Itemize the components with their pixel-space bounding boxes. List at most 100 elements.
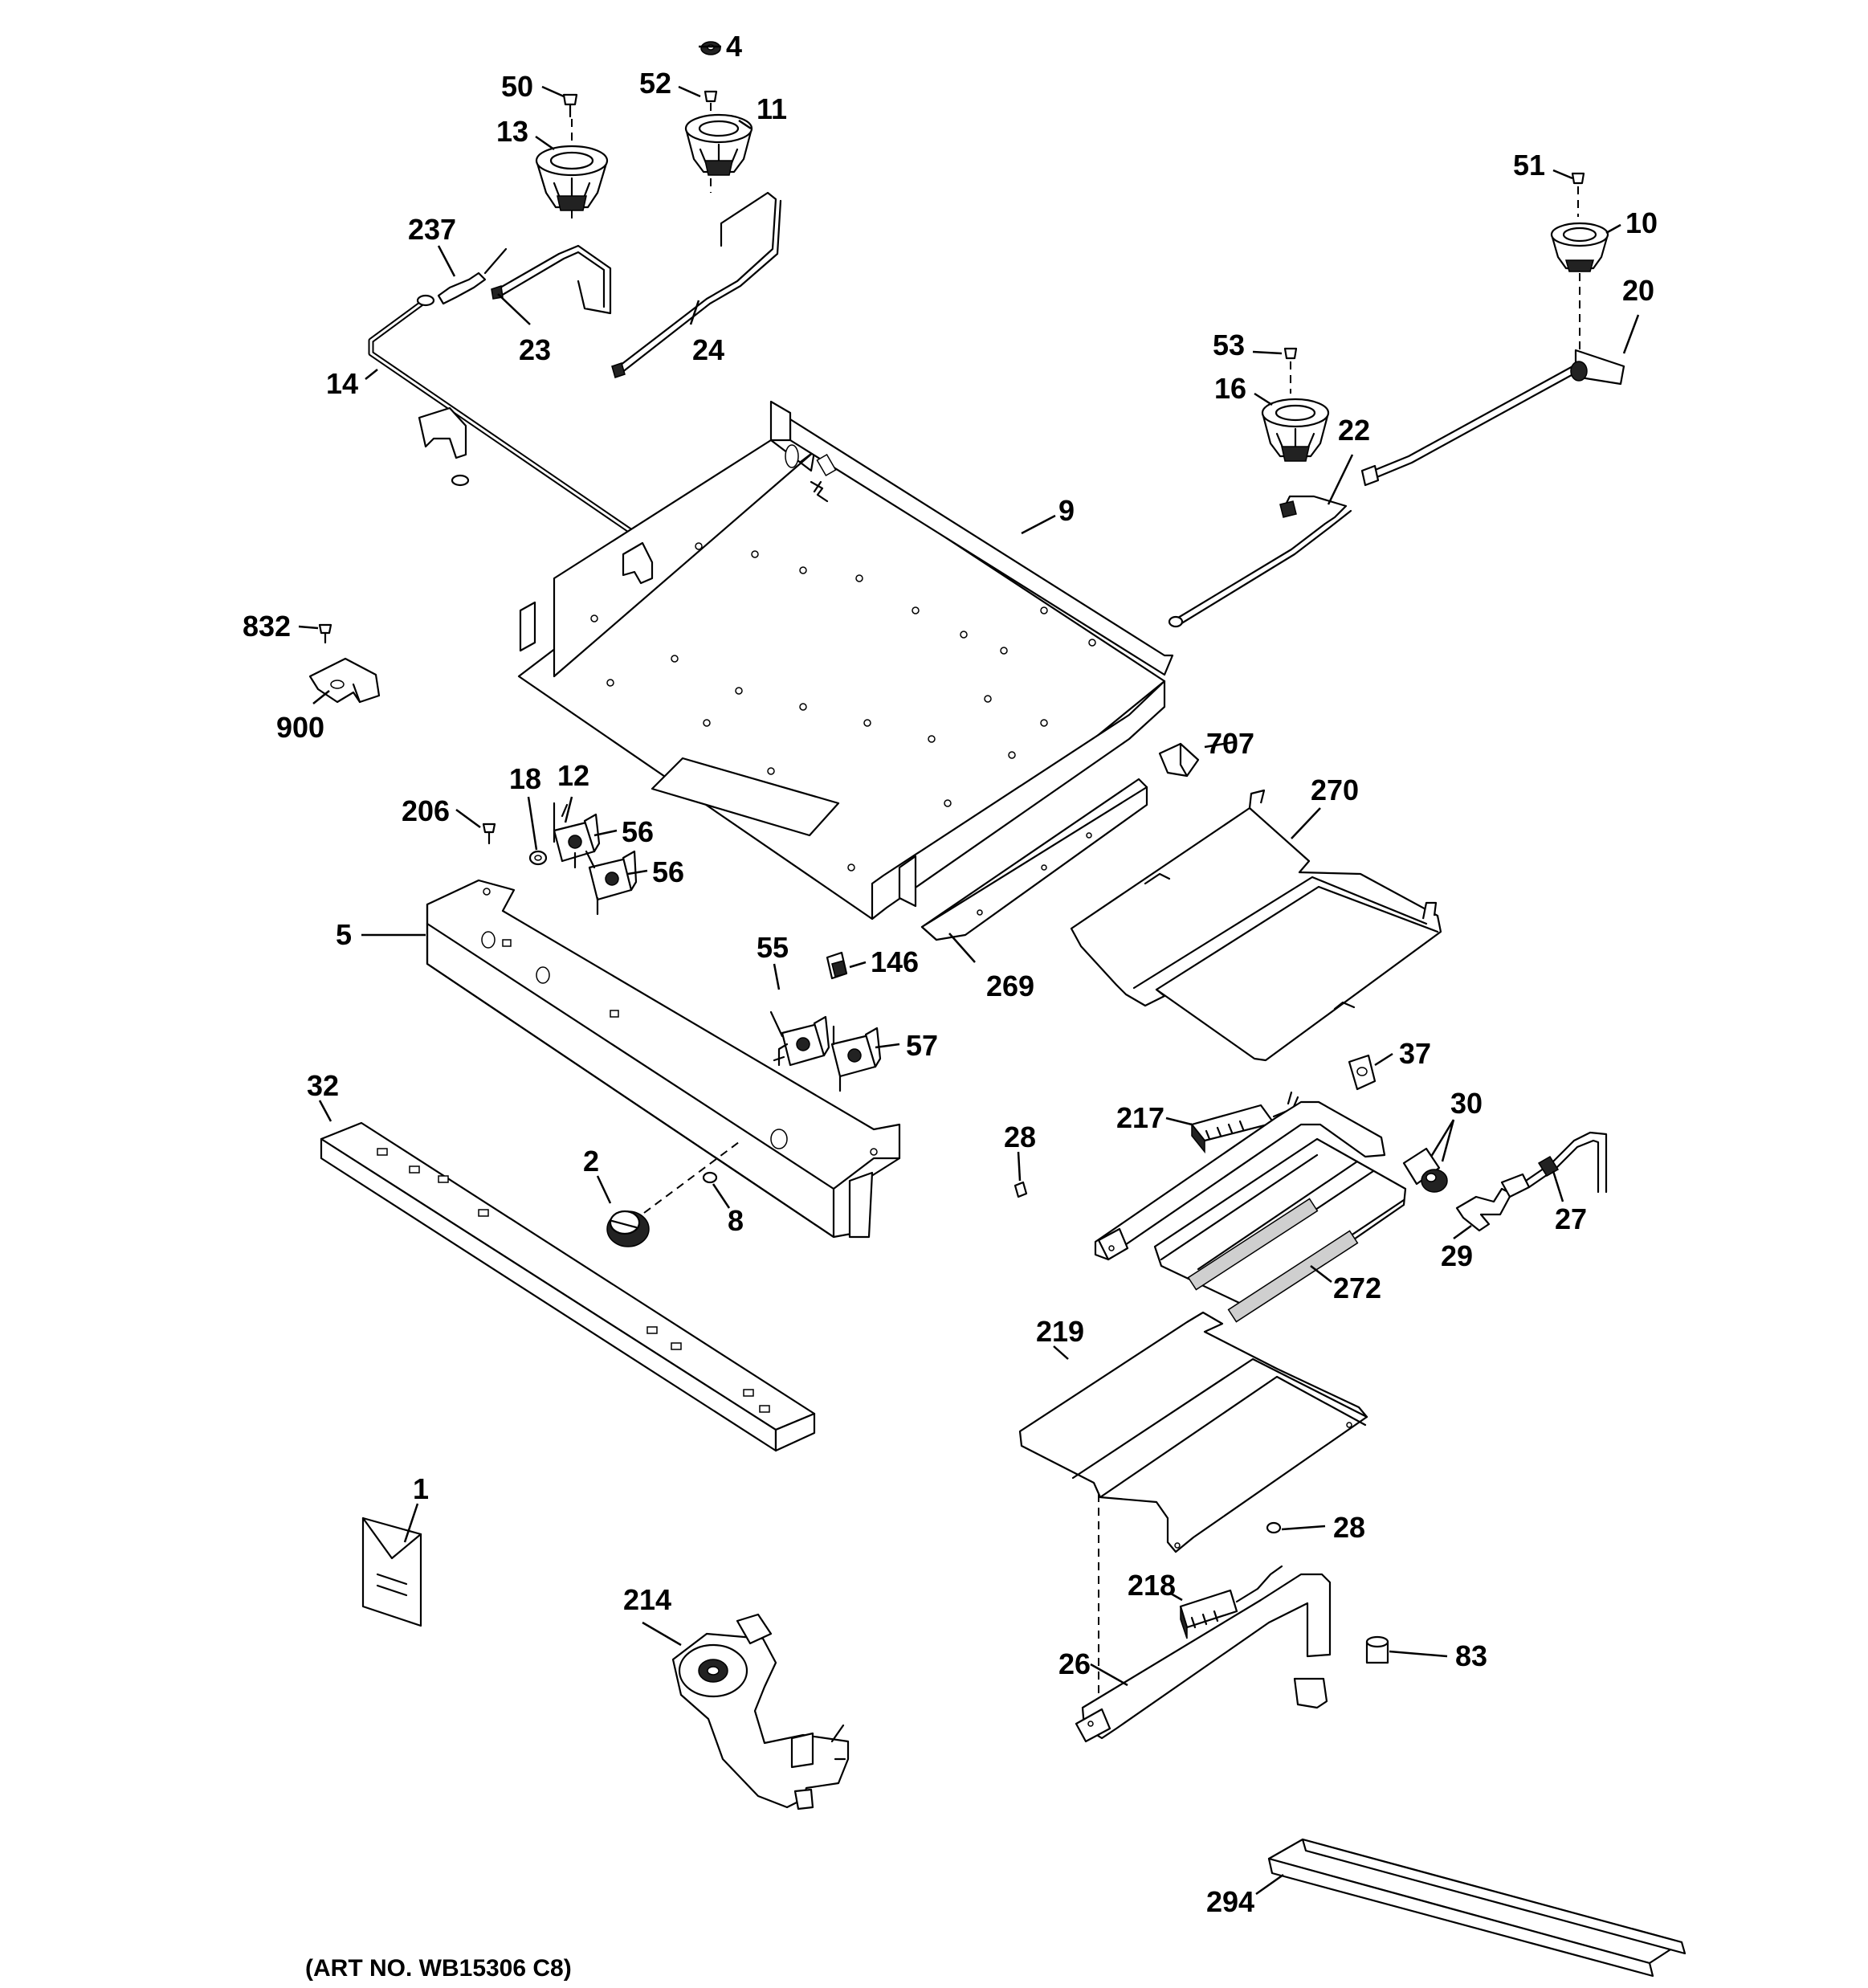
callout-272: 272 (1333, 1272, 1381, 1304)
callout-50: 50 (501, 70, 533, 103)
screw-28a (1014, 1181, 1028, 1198)
regulator-214 (671, 1613, 850, 1810)
valve-57 (830, 1025, 882, 1092)
tube-22 (1168, 495, 1352, 628)
part-707 (1158, 742, 1200, 778)
clip-146 (826, 951, 848, 980)
callout-4: 4 (726, 30, 742, 63)
burner-box-9 (517, 400, 1174, 921)
burner-tube-26 (1075, 1573, 1332, 1743)
callout-51: 51 (1513, 149, 1545, 182)
callout-9: 9 (1058, 494, 1075, 527)
orifice-30 (1402, 1147, 1448, 1193)
plate-37 (1348, 1054, 1377, 1091)
valve-56b (585, 850, 638, 916)
callout-14: 14 (326, 367, 358, 400)
callout-214: 214 (623, 1583, 671, 1616)
callout-28-lower: 28 (1333, 1511, 1365, 1544)
callout-23: 23 (519, 333, 551, 366)
callout-294: 294 (1206, 1885, 1254, 1918)
elbow-29 (1455, 1173, 1531, 1232)
screw-52 (704, 90, 718, 103)
shield-270 (1070, 789, 1442, 1062)
literature-envelope-1 (361, 1517, 422, 1627)
callout-56-upper: 56 (622, 815, 654, 848)
callout-52: 52 (639, 67, 671, 100)
burner-head-16 (1261, 398, 1330, 462)
trim-strip-32 (320, 1121, 816, 1452)
screw-53 (1283, 347, 1298, 360)
burner-head-11 (684, 113, 753, 176)
knob-axis (643, 1141, 740, 1214)
callout-83: 83 (1455, 1639, 1487, 1672)
callout-28-upper: 28 (1004, 1121, 1036, 1153)
screw-8 (702, 1171, 718, 1184)
rail-294 (1267, 1838, 1687, 1978)
cap-83 (1365, 1635, 1389, 1664)
callout-218: 218 (1128, 1569, 1176, 1602)
callout-57: 57 (906, 1029, 938, 1062)
axis-10 (1577, 186, 1580, 353)
callout-2: 2 (583, 1145, 599, 1178)
callout-22: 22 (1338, 414, 1370, 447)
callout-24: 24 (692, 333, 724, 366)
callout-270: 270 (1311, 774, 1359, 806)
control-panel-5 (426, 879, 901, 1239)
callout-11: 11 (757, 92, 787, 125)
valve-12 (553, 802, 601, 869)
callout-707: 707 (1206, 727, 1254, 760)
screw-50 (562, 93, 578, 118)
callout-1: 1 (413, 1472, 429, 1505)
callout-18: 18 (509, 762, 541, 795)
callout-5: 5 (336, 918, 352, 951)
fitting-237 (437, 247, 508, 305)
trim-269 (920, 778, 1148, 941)
bracket-under-14 (418, 406, 470, 487)
igniter-218 (1179, 1565, 1283, 1639)
tube-20 (1360, 349, 1625, 487)
callout-900: 900 (276, 711, 324, 744)
screw-51 (1571, 172, 1585, 185)
knob-2 (606, 1210, 650, 1247)
callout-16: 16 (1214, 372, 1246, 405)
valve-55 (769, 1010, 830, 1067)
callout-30: 30 (1450, 1087, 1483, 1120)
screw-832 (318, 623, 332, 644)
callout-20: 20 (1622, 274, 1654, 307)
burner-tube-upper (1094, 1100, 1386, 1261)
burner-head-13 (535, 145, 609, 211)
callout-146: 146 (871, 945, 919, 978)
screw-28b (1266, 1521, 1282, 1534)
callout-237: 237 (408, 213, 456, 246)
callout-10: 10 (1625, 206, 1658, 239)
spreader-272 (1153, 1137, 1407, 1323)
shield-219 (1018, 1311, 1368, 1553)
callout-269: 269 (986, 970, 1034, 1002)
callout-26: 26 (1058, 1647, 1091, 1680)
burner-head-10 (1550, 222, 1609, 272)
callout-217: 217 (1116, 1101, 1164, 1134)
callout-56-lower: 56 (652, 855, 684, 888)
callout-832: 832 (243, 610, 291, 643)
leader-lines (298, 45, 1640, 1896)
tube-23 (491, 244, 612, 315)
screw-206 (482, 823, 496, 845)
callout-29: 29 (1441, 1239, 1473, 1272)
washer-18 (528, 850, 548, 866)
nut-4 (700, 41, 721, 55)
callout-37: 37 (1399, 1037, 1431, 1070)
callout-219: 219 (1036, 1315, 1084, 1348)
bracket-900 (308, 657, 381, 704)
tube-24 (611, 191, 782, 378)
manifold-pipe-14 (368, 294, 710, 586)
callout-53: 53 (1213, 329, 1245, 361)
callout-55: 55 (757, 931, 789, 964)
callout-32: 32 (307, 1069, 339, 1102)
callout-13: 13 (496, 115, 528, 148)
tube-27 (1524, 1131, 1608, 1194)
art-number-caption: (ART NO. WB15306 C8) (305, 1955, 572, 1982)
callout-27: 27 (1555, 1202, 1587, 1235)
callout-206: 206 (402, 794, 450, 827)
callout-8: 8 (728, 1204, 744, 1237)
